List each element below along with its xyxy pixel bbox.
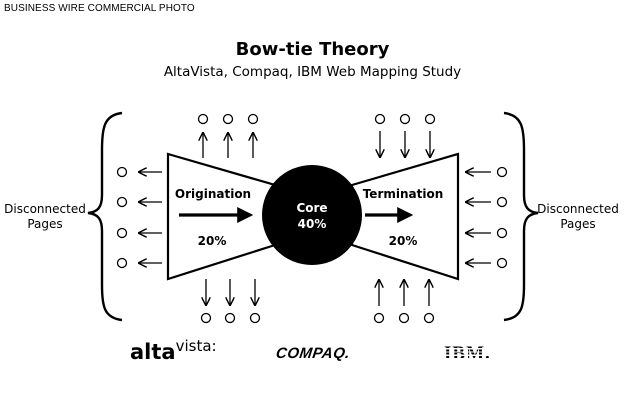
core-circle [262, 165, 362, 265]
page-circle [374, 113, 386, 125]
page-circle [224, 312, 236, 324]
altavista-logo: altavista: [130, 337, 217, 364]
page-circle [496, 227, 508, 239]
top-right-group [374, 113, 436, 158]
diagram-title: Bow-tie Theory [235, 39, 390, 60]
photo-credit: BUSINESS WIRE COMMERCIAL PHOTO [4, 3, 195, 14]
page-circle [116, 257, 128, 269]
page-circle [496, 196, 508, 208]
page-circle [116, 196, 128, 208]
origination-label: Origination [175, 187, 251, 201]
termination-percent: 20% [389, 234, 418, 248]
altavista-logo-vista: vista: [175, 337, 217, 355]
page-circle [496, 257, 508, 269]
page-circle [398, 312, 410, 324]
page-circle [424, 113, 436, 125]
compaq-logo: COMPAQ. [274, 345, 352, 362]
origination-percent: 20% [198, 234, 227, 248]
page-circle [423, 312, 435, 324]
right-brace [503, 111, 539, 322]
termination-label: Termination [363, 187, 444, 201]
page-circle [116, 166, 128, 178]
page-circle [222, 113, 234, 125]
left-outflow-group [116, 166, 162, 269]
page-circle [247, 113, 259, 125]
core-label: Core [296, 201, 327, 215]
altavista-logo-alta: alta [130, 340, 176, 364]
page-circle [373, 312, 385, 324]
ibm-logo: IBM. [444, 343, 491, 364]
right-inflow-group [466, 166, 508, 269]
page-circle [116, 227, 128, 239]
page-circle [197, 113, 209, 125]
diagram-subtitle: AltaVista, Compaq, IBM Web Mapping Study [163, 64, 462, 80]
page-circle [249, 312, 261, 324]
core-percent: 40% [298, 217, 327, 231]
page-circle [496, 166, 508, 178]
page-circle [399, 113, 411, 125]
left-brace [87, 111, 123, 322]
page-circle [200, 312, 212, 324]
top-left-group [197, 113, 259, 158]
bottom-right-group [373, 280, 435, 324]
bottom-left-group [200, 279, 261, 324]
